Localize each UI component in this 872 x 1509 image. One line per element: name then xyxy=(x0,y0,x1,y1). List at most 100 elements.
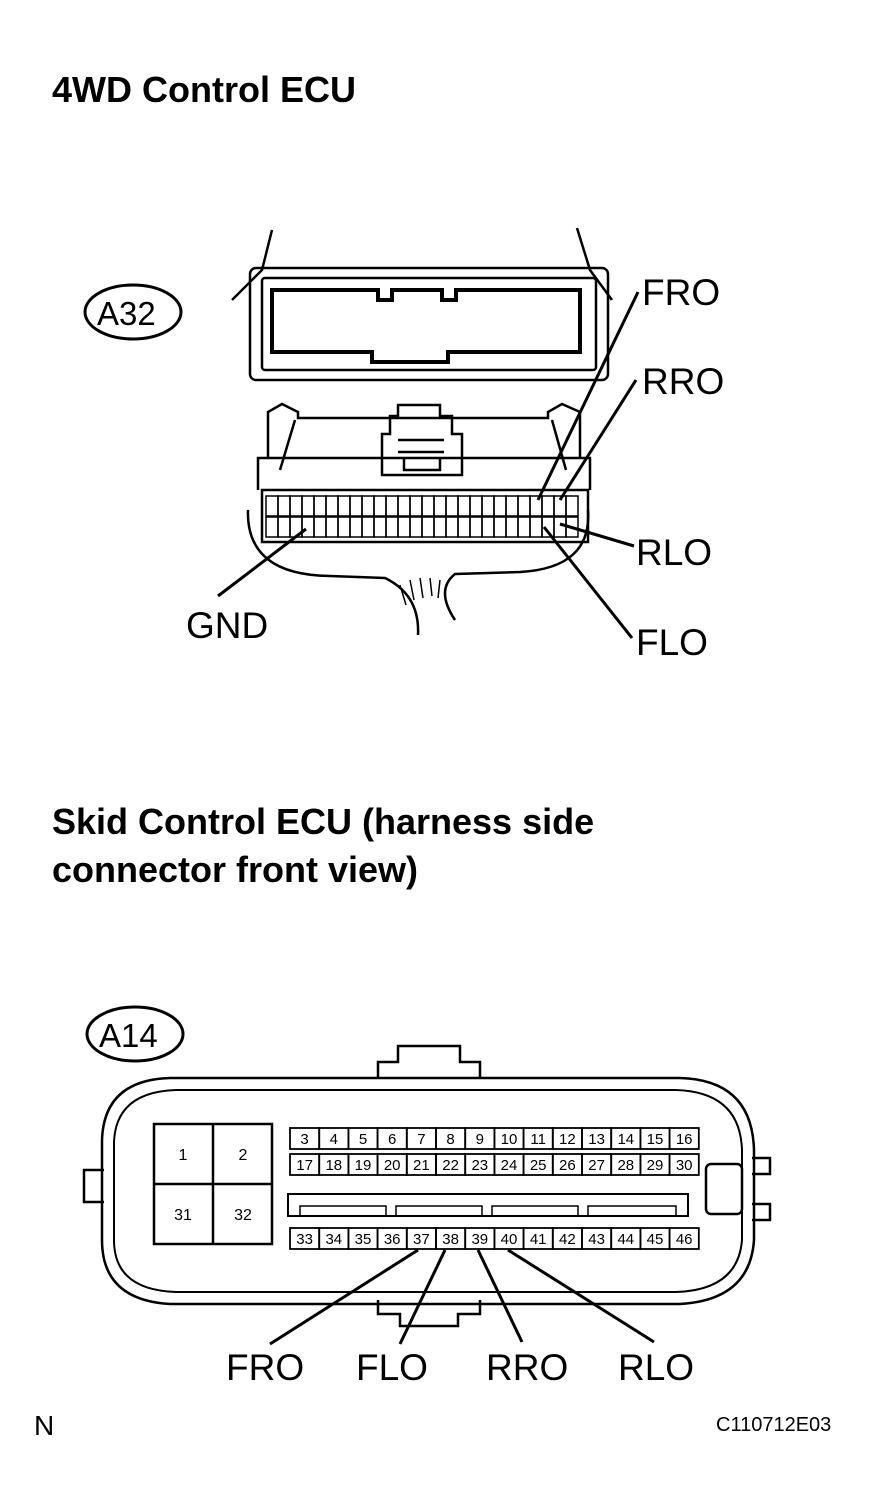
a14-pin-number: 34 xyxy=(325,1231,342,1248)
a32-cell xyxy=(313,516,327,538)
a14-pin-number: 10 xyxy=(501,1131,518,1148)
a32-cell xyxy=(421,516,435,538)
a14-pin-number: 21 xyxy=(413,1157,430,1174)
a32-label-rlo: RLO xyxy=(636,532,712,573)
a14-tag: A14 xyxy=(99,1017,158,1054)
a32-cell xyxy=(385,495,399,517)
a14-pin-number: 27 xyxy=(588,1157,605,1174)
a14-pin-number: 17 xyxy=(296,1157,313,1174)
a32-housing-inner xyxy=(256,419,592,490)
a32-flo-leader xyxy=(542,526,634,639)
a32-gnd-leader xyxy=(217,527,307,598)
a14-flo-leader xyxy=(398,1249,447,1345)
a14-right-tabs xyxy=(752,1156,772,1222)
a14-pin-number: 8 xyxy=(446,1131,454,1148)
a14-pin-number: 18 xyxy=(325,1157,342,1174)
a32-rlo-leader xyxy=(559,522,635,548)
a14-pin-cells xyxy=(289,1127,700,1250)
a14-pin-number: 23 xyxy=(471,1157,488,1174)
a32-cover-outer xyxy=(248,266,610,382)
a14-label-fro: FRO xyxy=(226,1347,304,1388)
a32-cell xyxy=(361,495,375,517)
a14-pin-number: 11 xyxy=(530,1131,546,1148)
a32-pin-cells xyxy=(265,495,579,538)
top-title: 4WD Control ECU xyxy=(52,69,356,110)
a32-cover-clips xyxy=(231,227,614,301)
a32-cell xyxy=(349,516,363,538)
a32-cell xyxy=(337,516,351,538)
a14-pin-number: 6 xyxy=(388,1131,396,1148)
a14-rro-leader xyxy=(476,1249,524,1343)
a32-leaders xyxy=(217,291,640,639)
a14-label-rro: RRO xyxy=(486,1347,568,1388)
a14-pin-number: 28 xyxy=(617,1157,634,1174)
a14-pin-number: 26 xyxy=(559,1157,576,1174)
a32-housing xyxy=(266,402,582,458)
a32-cell xyxy=(433,495,447,517)
a32-cell xyxy=(397,516,411,538)
a14-pin-number: 7 xyxy=(417,1131,425,1148)
a14-pin-number: 14 xyxy=(617,1131,634,1148)
a32-cell xyxy=(301,495,315,517)
a32-cell xyxy=(469,495,483,517)
a14-pin-1: 1 xyxy=(179,1147,188,1164)
a32-connector xyxy=(83,227,614,636)
a14-tag-outline xyxy=(85,1005,185,1063)
a32-cell xyxy=(409,516,423,538)
a14-pin-number: 3 xyxy=(300,1131,308,1148)
a14-pin-number: 19 xyxy=(355,1157,372,1174)
a14-pin-number: 29 xyxy=(647,1157,664,1174)
a32-label-fro: FRO xyxy=(642,272,720,313)
a32-cover-inner xyxy=(260,276,598,372)
a14-pin-number: 37 xyxy=(413,1231,430,1248)
a14-pin-number: 41 xyxy=(530,1231,547,1248)
a32-cell xyxy=(265,495,279,517)
a32-cell xyxy=(313,495,327,517)
a32-cell xyxy=(325,495,339,517)
a14-pin-number: 30 xyxy=(676,1157,693,1174)
footer-left: N xyxy=(34,1410,55,1441)
a32-cell xyxy=(553,516,567,538)
bottom-title-line2: connector front view) xyxy=(52,849,419,890)
a32-tag: A32 xyxy=(97,295,156,332)
a32-cell xyxy=(505,495,519,517)
a32-cell xyxy=(565,495,579,517)
a14-pin-number: 13 xyxy=(588,1131,605,1148)
a32-cell xyxy=(265,516,279,538)
a32-cell xyxy=(445,495,459,517)
a32-cell xyxy=(445,516,459,538)
a14-rlo-leader xyxy=(507,1248,655,1344)
a14-top-key xyxy=(376,1044,482,1078)
a14-bottom-key xyxy=(376,1300,482,1328)
a14-fro-leader xyxy=(269,1248,419,1346)
a14-pin-2: 2 xyxy=(239,1147,248,1164)
a32-latch xyxy=(380,403,464,477)
a14-pin-cell xyxy=(668,1227,700,1250)
a32-cell xyxy=(469,516,483,538)
a14-connector xyxy=(82,1005,772,1328)
a14-pin-number: 20 xyxy=(384,1157,401,1174)
a32-cell xyxy=(325,516,339,538)
a32-cell xyxy=(337,495,351,517)
a14-pin-number: 5 xyxy=(359,1131,367,1148)
a14-label-flo: FLO xyxy=(356,1347,428,1388)
a32-cell xyxy=(301,516,315,538)
footer-right: C110712E03 xyxy=(716,1414,832,1436)
a14-pin-number: 25 xyxy=(530,1157,547,1174)
a32-cell xyxy=(361,516,375,538)
a14-body-outer xyxy=(100,1076,756,1306)
a32-cell xyxy=(277,516,291,538)
a14-center-bar xyxy=(287,1193,689,1217)
a32-cell xyxy=(481,516,495,538)
a14-pin-number: 42 xyxy=(559,1231,576,1248)
a32-cell xyxy=(397,495,411,517)
a32-cell xyxy=(433,516,447,538)
a32-cell xyxy=(373,495,387,517)
bottom-title-line1: Skid Control ECU (harness side xyxy=(52,801,595,842)
a32-cell xyxy=(517,495,531,517)
a32-cell xyxy=(277,495,291,517)
a32-cell xyxy=(349,495,363,517)
a32-wire-sheath xyxy=(246,509,590,636)
a32-tag-outline xyxy=(83,283,183,341)
